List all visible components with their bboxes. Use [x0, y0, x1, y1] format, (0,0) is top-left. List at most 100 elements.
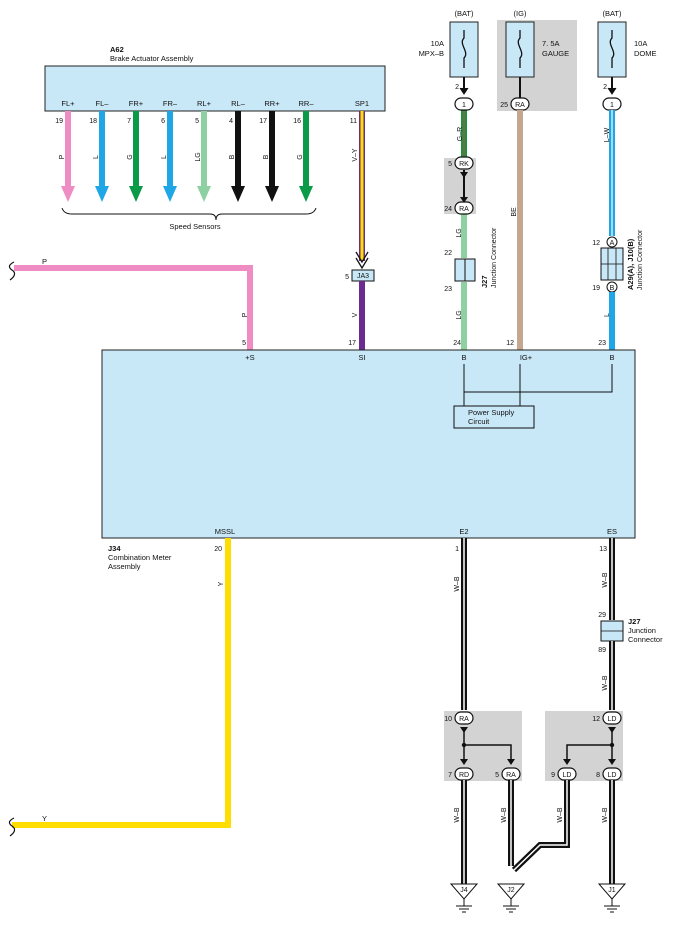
fuse-dome: (BAT) 10A DOME 2 [597, 9, 657, 91]
wire-lg-lower [461, 282, 467, 350]
fuse-icon [609, 30, 615, 68]
fuse-gauge: (IG) 7. 5A GAUGE [505, 9, 569, 78]
wire-label: B [263, 154, 270, 159]
sensor-wire [167, 111, 173, 189]
terminal-ig: IG+ [520, 353, 533, 362]
svg-text:5: 5 [495, 772, 499, 779]
connector-ra-24: RA 24 [444, 201, 474, 215]
terminal-pin: 19 [55, 118, 63, 125]
wire-label: G [297, 154, 304, 159]
wire-label-v-y: V–Y [352, 148, 359, 162]
svg-text:5: 5 [345, 274, 349, 281]
terminal-pin: 4 [229, 118, 233, 125]
wire-label: L [161, 155, 168, 159]
svg-text:8: 8 [596, 772, 600, 779]
wire-l [609, 292, 615, 350]
terminal-pin: 6 [161, 118, 165, 125]
svg-text:LD: LD [608, 716, 617, 723]
fuse-terminal: 2 [455, 84, 459, 91]
arrow-icon [459, 87, 469, 95]
terminal-sp1: SP1 [355, 99, 369, 108]
fuse-name: DOME [634, 49, 657, 58]
terminal-label: RR+ [264, 99, 280, 108]
power-supply-label: Power Supply [468, 408, 515, 417]
wire-label-l: L [604, 313, 611, 317]
wire-p-line [14, 265, 253, 350]
power-supply-circuit [453, 405, 535, 429]
terminal-si: SI [358, 353, 365, 362]
terminal-pin: 5 [195, 118, 199, 125]
arrow-icon [460, 197, 468, 203]
terminal-b2: B [609, 353, 614, 362]
a62-terminals: FL+19PFL–18LFR+7GFR–6LRL+5LGRL–4BRR+17BR… [55, 99, 314, 202]
sensor-wire [269, 111, 275, 189]
connector-ja3: 5 JA3 [345, 269, 375, 282]
fuse-source: (IG) [514, 9, 527, 18]
meter-name-2: Assembly [108, 562, 141, 571]
wire-label-j1: W–B [602, 807, 609, 823]
fuse-source: (BAT) [602, 9, 622, 18]
a62-name: Brake Actuator Assembly [110, 54, 194, 63]
terminal-label: RL+ [197, 99, 212, 108]
fuse-name: GAUGE [542, 49, 569, 58]
fuse-name: MPX–B [419, 49, 444, 58]
connector-1-mpx: 1 [454, 97, 474, 111]
sensor-wire [133, 111, 139, 189]
wire-label-g-r: G–R [457, 127, 464, 141]
arrow-icon [231, 186, 245, 202]
fuse-icon [517, 30, 523, 68]
wire-label-w-b: W–B [454, 576, 461, 592]
meter-pin-23: 23 [598, 340, 606, 347]
svg-text:9: 9 [551, 772, 555, 779]
terminal-e2: E2 [459, 527, 468, 536]
svg-text:22: 22 [444, 250, 452, 257]
pin-sp1: 11 [350, 118, 357, 125]
svg-text:RA: RA [506, 772, 516, 779]
terminal-label: FL– [96, 99, 110, 108]
svg-text:29: 29 [598, 612, 606, 619]
svg-text:LD: LD [608, 772, 617, 779]
wire-label-be: BE [511, 207, 518, 217]
sensor-wire [201, 111, 207, 189]
wire-label: L [93, 155, 100, 159]
sensor-wire [65, 111, 71, 189]
svg-text:1: 1 [462, 102, 466, 109]
svg-text:24: 24 [444, 206, 452, 213]
j27-upper: 22 23 J27 Junction Connector [444, 227, 498, 293]
meter-pin-5: 5 [242, 340, 246, 347]
speed-sensors-label: Speed Sensors [169, 222, 221, 231]
arrow-icon [299, 186, 313, 202]
j27-lower: 29 89 J27 Junction Connector [598, 612, 663, 654]
svg-text:1: 1 [610, 102, 614, 109]
terminal-b1: B [461, 353, 466, 362]
a62-code: A62 [110, 45, 124, 54]
svg-text:A29(A), J10(B): A29(A), J10(B) [626, 238, 635, 290]
meter-pin-17: 17 [348, 340, 356, 347]
ground-j2: J2 [496, 883, 526, 913]
connector-a29: 12 A B 19 A29(A), J10(B) Junction Connec… [592, 229, 644, 293]
fuse-mpx-b: (BAT) 10A MPX–B 2 [419, 9, 479, 91]
terminal-pin: 16 [293, 118, 301, 125]
svg-text:12: 12 [592, 716, 600, 723]
meter-name: Combination Meter [108, 553, 172, 562]
terminal-label: RR– [298, 99, 314, 108]
wire-label-p-vert: P [242, 312, 249, 317]
svg-text:J1: J1 [608, 887, 616, 894]
wire-label-w-b-es2: W–B [602, 675, 609, 691]
wire-lg-upper [461, 214, 467, 258]
wire-label-v: V [352, 312, 359, 317]
terminal-label: FR– [163, 99, 178, 108]
svg-text:10: 10 [444, 716, 452, 723]
svg-text:RK: RK [459, 161, 469, 168]
svg-text:Connector: Connector [628, 635, 663, 644]
wire-label: P [59, 154, 66, 159]
speed-sensors-brace [61, 207, 317, 221]
terminal-mssl: MSSL [215, 527, 235, 536]
arrow-icon [460, 172, 468, 178]
svg-text:5: 5 [448, 161, 452, 168]
svg-text:Junction Connector: Junction Connector [637, 229, 644, 290]
wire-ground-j2-b [511, 780, 570, 873]
connector-1-dome: 1 [602, 97, 622, 111]
break-icon [8, 261, 16, 281]
ground-j4: J4 [449, 883, 479, 913]
